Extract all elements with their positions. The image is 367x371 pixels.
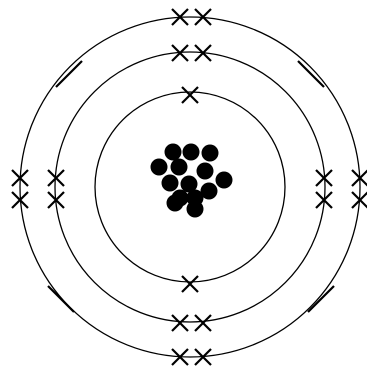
middle-shell-electron-4	[195, 315, 211, 331]
slash-stroke	[48, 286, 74, 312]
nucleus-particle-14	[187, 201, 204, 218]
nucleus-particle-7	[162, 175, 179, 192]
slash-stroke	[56, 61, 82, 87]
nucleus-particle-6	[197, 163, 214, 180]
nucleus-particle-4	[151, 159, 168, 176]
nucleus-particle-2	[183, 144, 200, 161]
nucleus-particle-13	[167, 195, 184, 212]
nucleus-particle-5	[171, 159, 188, 176]
nucleus-particle-3	[202, 145, 219, 162]
nucleus	[151, 144, 233, 218]
shell-slash-mark-1	[56, 61, 82, 87]
middle-shell-electron-3	[172, 315, 188, 331]
shell-slash-mark-3	[48, 286, 74, 312]
nucleus-particle-1	[165, 144, 182, 161]
inner-shell-electron-2	[182, 276, 198, 292]
nucleus-particle-9	[216, 172, 233, 189]
inner-shell-electron-1	[182, 87, 198, 103]
slash-stroke	[298, 61, 324, 87]
shell-slash-mark-2	[298, 61, 324, 87]
slash-stroke	[308, 286, 334, 312]
shell-slash-mark-4	[308, 286, 334, 312]
